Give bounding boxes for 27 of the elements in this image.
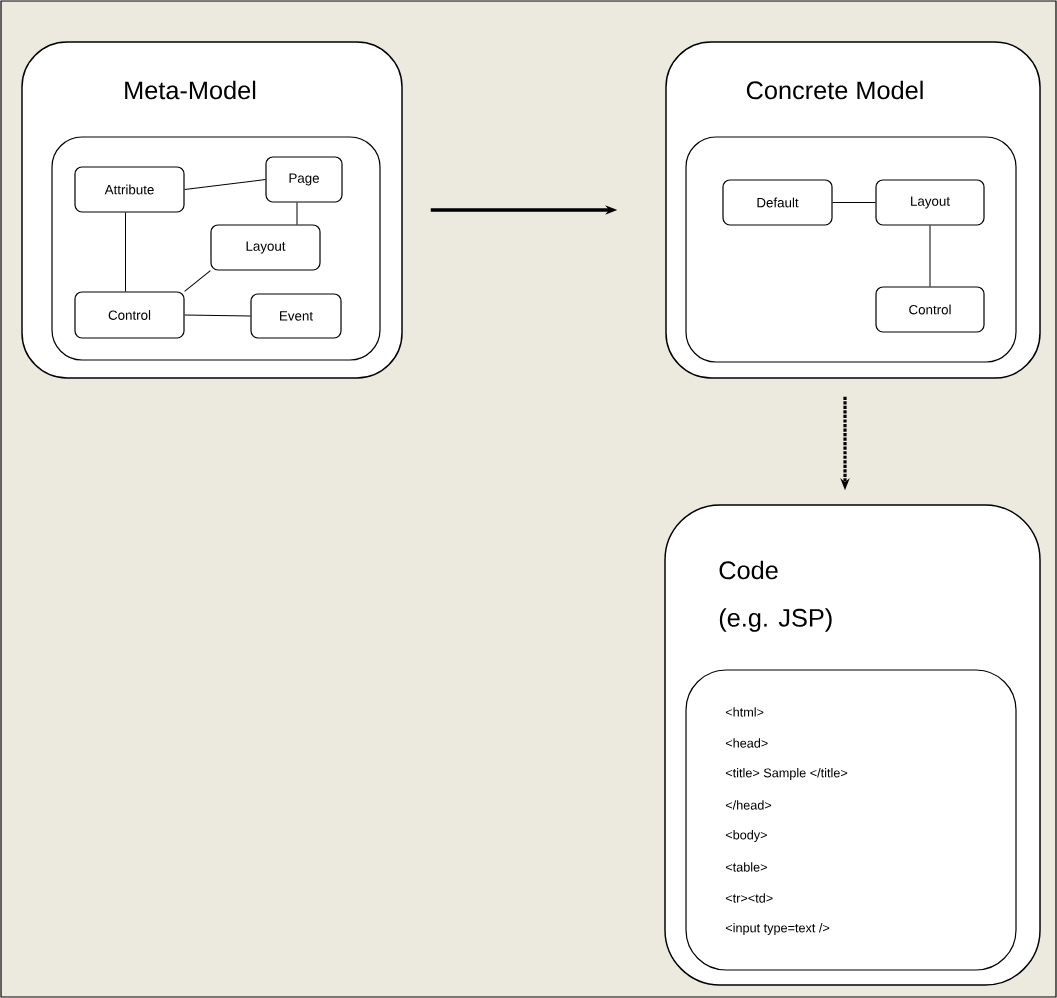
panel-title: Meta-Model — [125, 80, 256, 100]
code-line: <head> — [725, 738, 768, 748]
entity-box: Default — [722, 179, 833, 226]
connector-line — [832, 202, 876, 203]
code-line: <body> — [725, 830, 767, 842]
entity-box: Attribute — [74, 166, 185, 213]
panel-title: Concrete Model — [746, 80, 923, 100]
entity-box: Layout — [210, 224, 321, 271]
code-line: <input type=text /> — [725, 923, 830, 935]
connector-line — [125, 212, 126, 292]
connector-line — [929, 225, 931, 287]
connector-line — [184, 270, 211, 292]
code-line: <tr><td> — [725, 893, 773, 903]
entity-box: Control — [74, 291, 185, 339]
code-line: <title> Sample </title> — [725, 768, 848, 780]
connector-line — [184, 314, 251, 317]
connector-line — [296, 202, 298, 225]
entity-box: Page — [265, 156, 343, 203]
entity-box: Control — [875, 286, 985, 333]
entity-box: Event — [250, 293, 342, 339]
panel-title: Code — [719, 560, 778, 580]
code-line: <table> — [725, 862, 767, 872]
code-line: </head> — [725, 800, 772, 810]
code-line: <html> — [725, 707, 764, 717]
panel-title: (e.g. JSP) — [719, 608, 832, 632]
connector-line — [184, 179, 266, 190]
entity-box: Layout — [875, 179, 985, 226]
